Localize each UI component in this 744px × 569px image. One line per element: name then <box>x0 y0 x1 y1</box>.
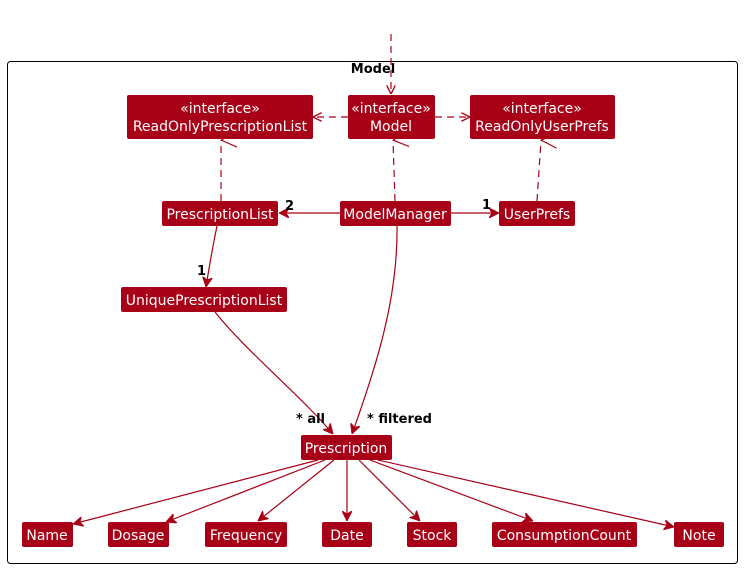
prescription-to-frequency-arrow <box>258 459 335 521</box>
multiplicity-userprefs: 1 <box>482 198 491 213</box>
userprefs-realization-arrow <box>536 140 541 202</box>
prescriptionlist-class: PrescriptionList <box>162 201 278 226</box>
multiplicity-filtered: * filtered <box>367 412 432 427</box>
prescription-to-name-arrow <box>73 459 319 524</box>
class-name: ModelManager <box>343 207 447 223</box>
frequency-class: Frequency <box>205 522 287 547</box>
note-class: Note <box>674 522 724 547</box>
userprefs-class: UserPrefs <box>499 201 575 226</box>
prescription-to-dosage-arrow <box>166 459 326 522</box>
package-title: Model <box>351 62 395 77</box>
class-name: UniquePrescriptionList <box>126 293 283 309</box>
class-name: Date <box>330 528 363 544</box>
interface-stereotype: «interface» <box>351 101 431 117</box>
multiplicity-all: * all <box>296 412 325 427</box>
interface-name: ReadOnlyPrescriptionList <box>133 119 308 135</box>
prescriptionlist-to-uniquelist-arrow <box>206 225 218 287</box>
class-name: Frequency <box>210 528 282 544</box>
uniquelist-to-prescription-arrow <box>214 311 333 434</box>
prescription-to-consumptioncount-arrow <box>369 459 533 521</box>
class-name: Name <box>26 528 67 544</box>
dosage-class: Dosage <box>108 522 169 547</box>
nodes: «interface» ReadOnlyPrescriptionList «in… <box>22 95 724 547</box>
model-package: Model <box>7 61 738 564</box>
prescription-class: Prescription <box>301 435 392 460</box>
class-name: PrescriptionList <box>166 207 274 223</box>
class-name: Note <box>682 528 715 544</box>
multiplicities: 2 1 1 * all * filtered <box>197 198 491 427</box>
modelmanager-realization-arrow <box>392 140 395 202</box>
date-class: Date <box>322 522 372 547</box>
interface-name: ReadOnlyUserPrefs <box>475 119 609 135</box>
consumptioncount-class: ConsumptionCount <box>492 522 637 547</box>
readonly-prescription-list-interface: «interface» ReadOnlyPrescriptionList <box>127 95 313 139</box>
stock-class: Stock <box>407 522 457 547</box>
interface-stereotype: «interface» <box>502 101 582 117</box>
class-name: ConsumptionCount <box>497 528 632 544</box>
uniqueprescriptionlist-class: UniquePrescriptionList <box>121 287 287 312</box>
class-name: UserPrefs <box>504 207 570 223</box>
interface-stereotype: «interface» <box>180 101 260 117</box>
modelmanager-class: ModelManager <box>340 201 451 226</box>
class-name: Prescription <box>305 441 388 457</box>
interface-name: Model <box>370 119 412 135</box>
modelmanager-to-prescription-arrow <box>352 225 398 434</box>
class-name: Dosage <box>112 528 165 544</box>
multiplicity-uniquelist: 1 <box>197 264 206 279</box>
multiplicity-prescriptionlist: 2 <box>285 199 294 214</box>
class-name: Stock <box>413 528 453 544</box>
edges <box>73 34 674 527</box>
prescription-to-stock-arrow <box>358 459 420 521</box>
name-class: Name <box>22 522 73 547</box>
readonly-userprefs-interface: «interface» ReadOnlyUserPrefs <box>470 95 615 139</box>
model-interface: «interface» Model <box>348 95 435 139</box>
prescription-to-note-arrow <box>377 459 674 527</box>
